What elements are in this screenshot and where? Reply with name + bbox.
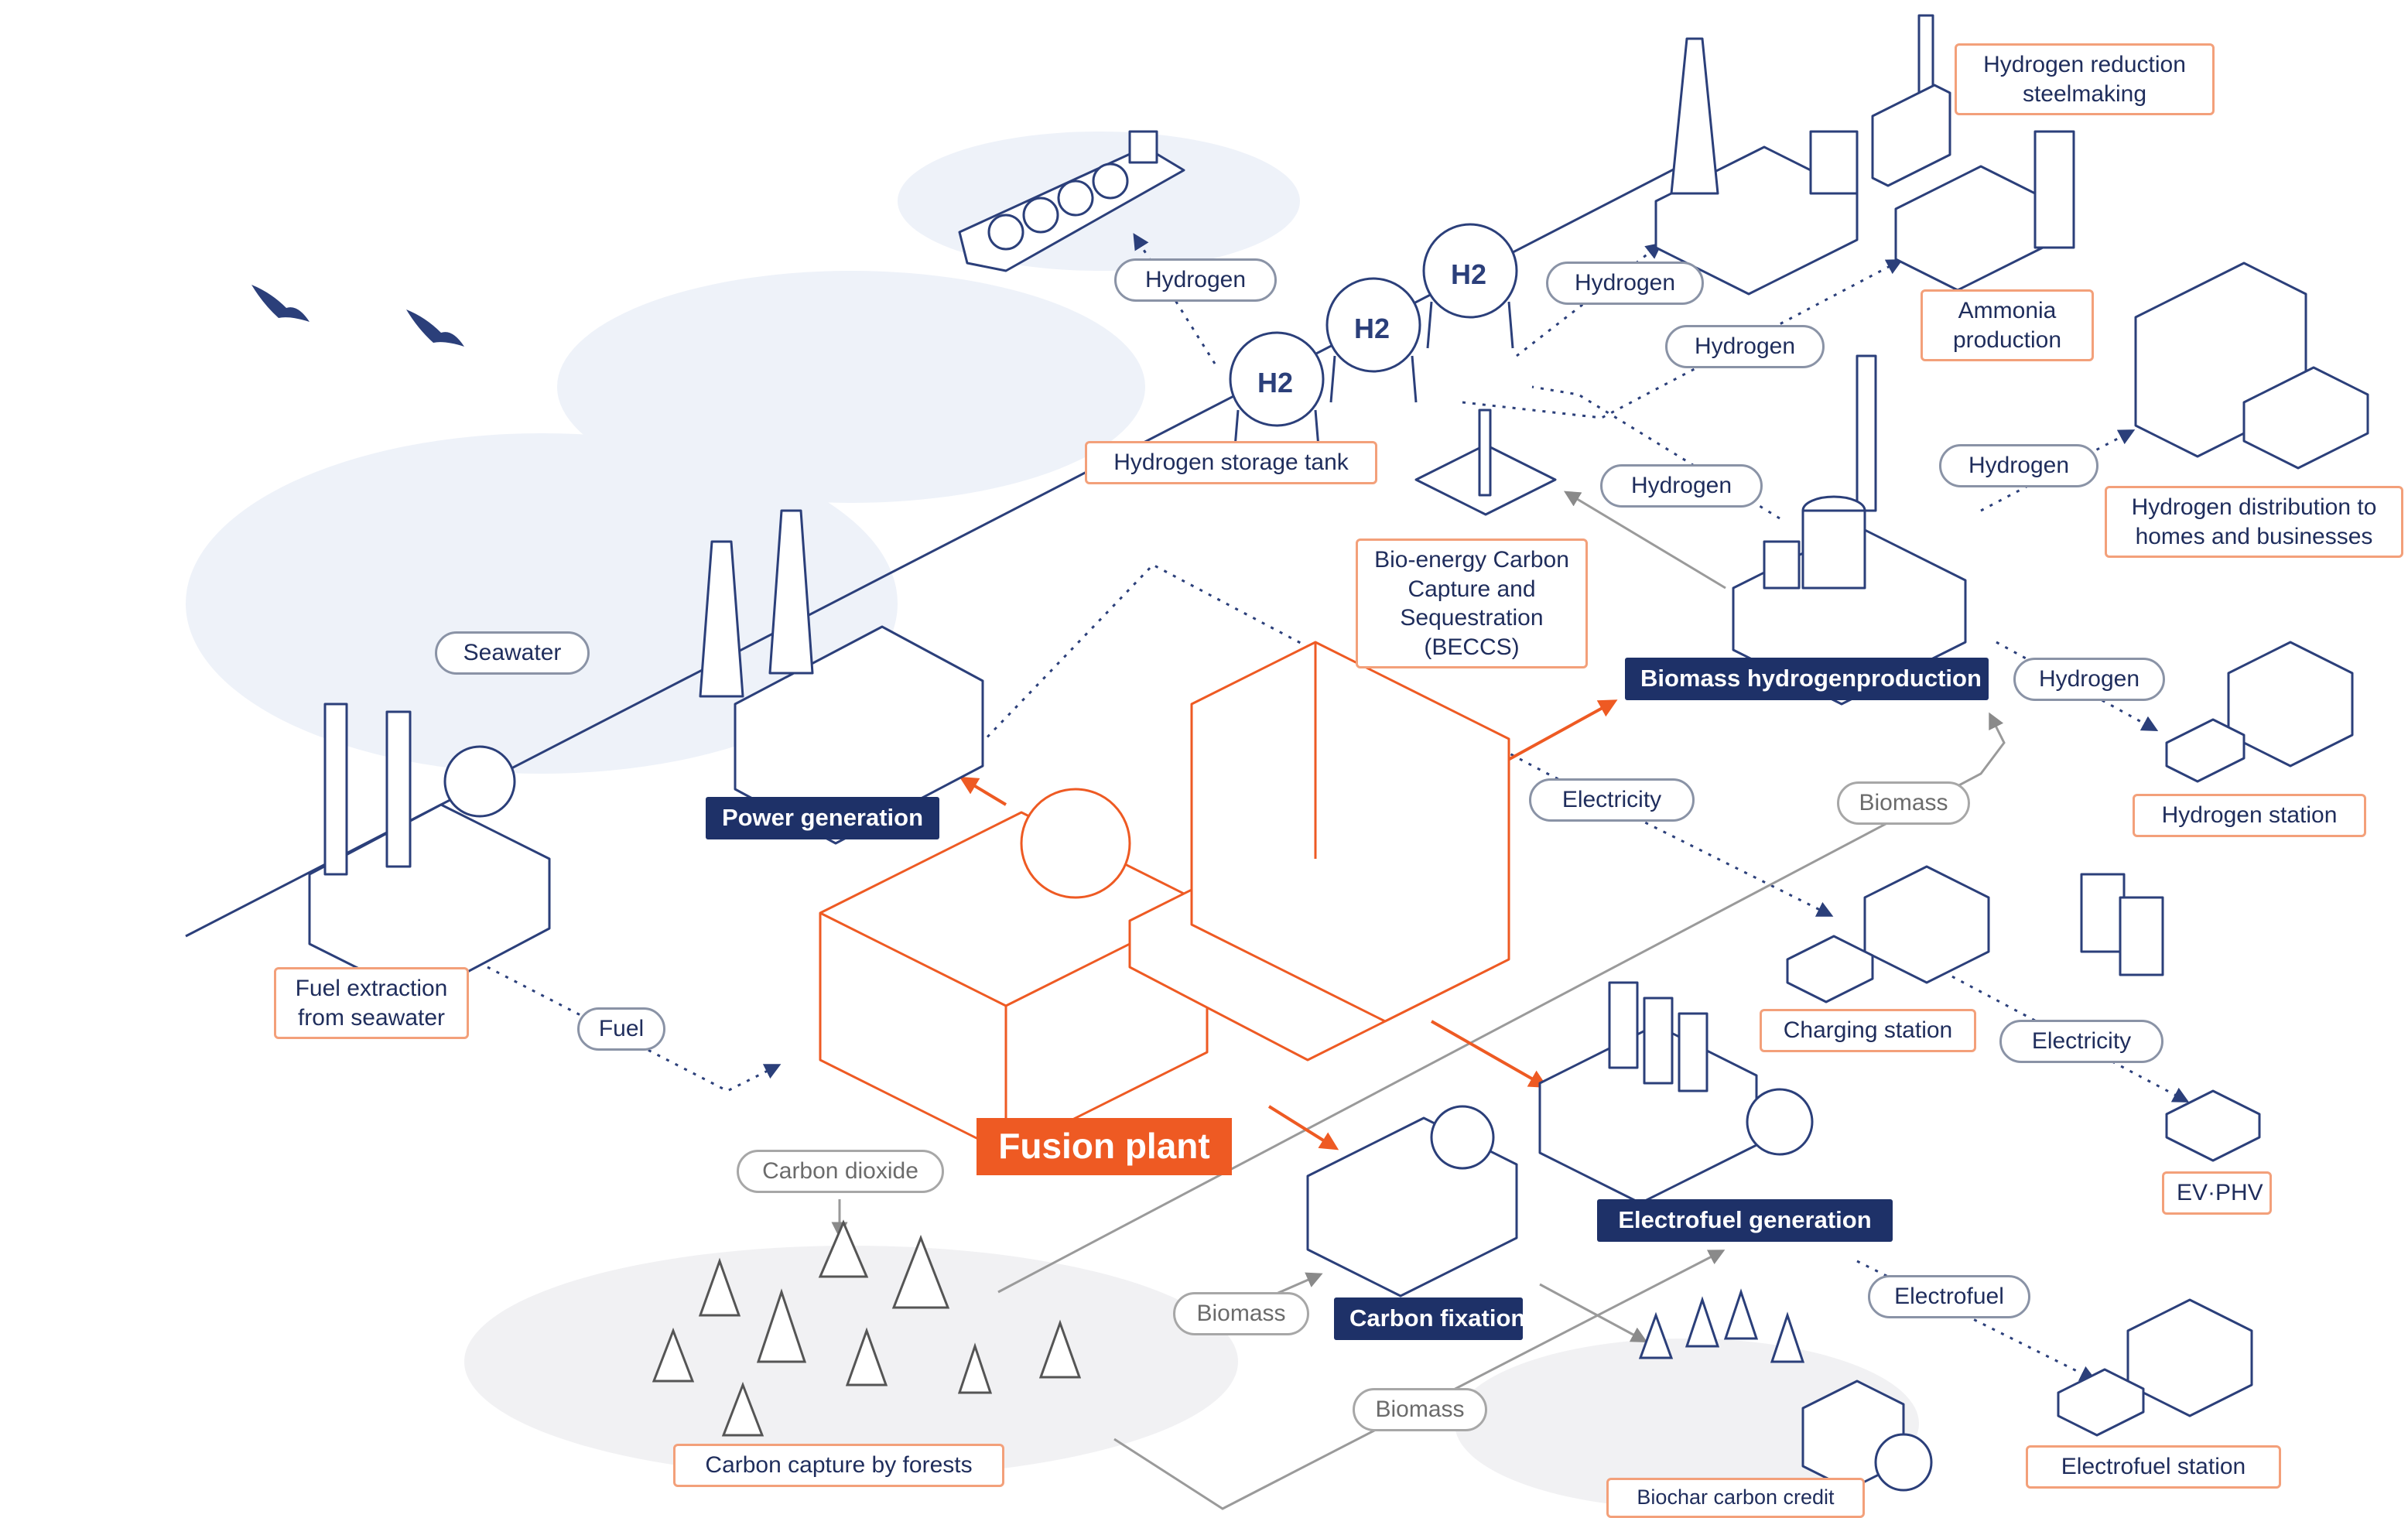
homes-businesses-icon [2134, 262, 2369, 470]
carbon-dioxide-label: Carbon dioxide [737, 1150, 944, 1193]
hydrogen-station-label: Hydrogen station [2133, 794, 2366, 837]
charging-station-icon [1786, 865, 1990, 1003]
electrofuel-plant-icon [1538, 981, 1814, 1205]
h2-tank-label-2: H2 [1354, 313, 1390, 344]
battery-cabinet-icon [2080, 873, 2164, 976]
fuel-extraction-plant-icon [308, 703, 551, 1000]
biomass-hydrogen-production-label: Biomass hydrogenproduction [1625, 658, 1989, 700]
ammonia-production-label: Ammonia production [1921, 289, 2094, 361]
fusion-plant-label: Fusion plant [977, 1118, 1232, 1175]
beccs-well-icon [1414, 409, 1557, 516]
h2-tank-label-3: H2 [1451, 258, 1487, 290]
carbon-capture-forests-label: Carbon capture by forests [673, 1444, 1004, 1487]
hydrogen-ammonia-flow-label: Hydrogen [1665, 325, 1825, 368]
flow-fuel [487, 966, 782, 1092]
forest-trees-icon [652, 1219, 1082, 1437]
hydrogen-station-flow-label: Hydrogen [2013, 658, 2165, 701]
biomass-bottom-flow-label: Biomass [1353, 1388, 1487, 1431]
arrow-to-electrofuel [1431, 1020, 1548, 1088]
flow-electricity-ev [1934, 966, 2190, 1103]
flow-biomass-hydrogen-beccs [1563, 491, 1726, 590]
biomass-hydrogen-plant-icon [1732, 354, 1967, 706]
ev-phv-label: EV·PHV [2162, 1171, 2272, 1215]
power-generation-label: Power generation [706, 797, 939, 839]
fuel-flow-label: Fuel [577, 1007, 665, 1051]
hydrogen-homes-flow-label: Hydrogen [1939, 444, 2098, 487]
electrofuel-flow-label: Electrofuel [1868, 1275, 2030, 1318]
electrofuel-station-icon [2057, 1298, 2253, 1437]
hydrogen-beccs-flow-label: Hydrogen [1600, 464, 1763, 508]
power-generation-plant-icon [699, 509, 984, 845]
electricity-ev-flow-label: Electricity [1999, 1020, 2163, 1063]
tractor-icon [1801, 1380, 1933, 1492]
arrow-to-carbon-fixation [1267, 1105, 1339, 1150]
hydrogen-storage-tank-label: Hydrogen storage tank [1085, 441, 1377, 484]
seawater-label: Seawater [435, 631, 590, 675]
biomass-right-flow-label: Biomass [1837, 781, 1970, 825]
hydrogen-steel-flow-label: Hydrogen [1546, 262, 1704, 305]
flow-biomass-bottom [1113, 1250, 1726, 1510]
h2-tank-label-1: H2 [1257, 367, 1294, 398]
ammonia-plant-icon [1894, 130, 2075, 292]
hydrogen-ship-flow-label: Hydrogen [1114, 258, 1277, 302]
steelmaking-plant-icon [1654, 14, 1951, 296]
carbon-fixation-label: Carbon fixation [1334, 1297, 1525, 1340]
beccs-label: Bio-energy Carbon Capture and Sequestrat… [1356, 538, 1588, 668]
arrow-to-power [959, 776, 1007, 806]
charging-station-label: Charging station [1760, 1009, 1976, 1052]
ev-car-icon [2165, 1089, 2261, 1162]
fusion-plant-icon [819, 641, 1510, 1154]
biomass-forest-flow-label: Biomass [1173, 1292, 1309, 1335]
flow-carbon-to-biochar [1539, 1283, 1648, 1342]
fuel-extraction-label: Fuel extraction from seawater [274, 967, 469, 1039]
carbon-fixation-plant-icon [1306, 1105, 1518, 1297]
electricity-flow-label: Electricity [1529, 778, 1695, 822]
electrofuel-generation-label: Electrofuel generation [1597, 1199, 1893, 1242]
biochar-trees-icon [1638, 1288, 1805, 1363]
hydrogen-station-icon [2165, 641, 2354, 783]
electrofuel-station-label: Electrofuel station [2026, 1445, 2281, 1489]
hydrogen-storage-tank-icon [1229, 223, 1518, 457]
hydrogen-reduction-steelmaking-label: Hydrogen reduction steelmaking [1955, 43, 2215, 115]
bird-icon [251, 285, 464, 347]
hydrogen-distribution-label: Hydrogen distribution to homes and busin… [2105, 486, 2403, 558]
flow-biomass-right [997, 712, 2006, 1294]
tanker-ship-icon [958, 130, 1185, 272]
